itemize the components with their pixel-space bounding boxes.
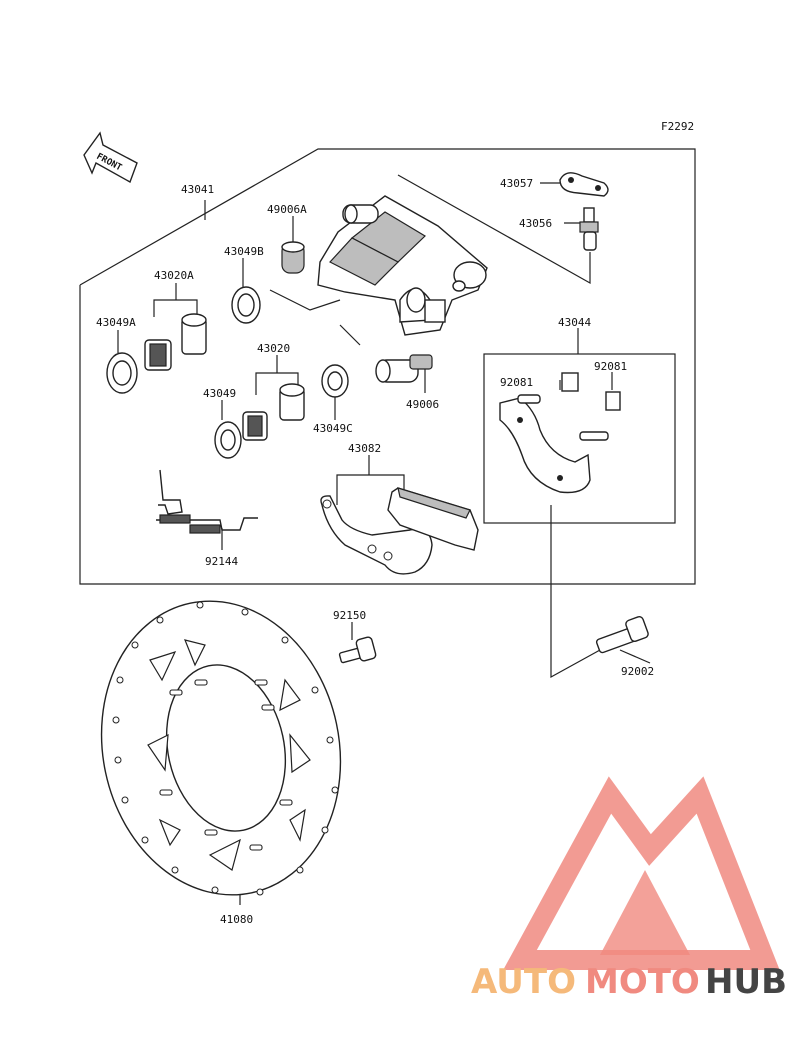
label-92144: 92144 bbox=[205, 555, 238, 568]
boot-a-part bbox=[281, 241, 305, 274]
label-92081-a: 92081 bbox=[500, 376, 533, 389]
label-43057: 43057 bbox=[500, 177, 533, 190]
piston-part bbox=[242, 383, 305, 441]
brake-disc-part bbox=[100, 600, 342, 896]
piston-a-part bbox=[144, 313, 207, 371]
seal-a-part bbox=[106, 352, 138, 394]
label-92150: 92150 bbox=[333, 609, 366, 622]
label-43020: 43020 bbox=[257, 342, 290, 355]
bracket-bolt-part bbox=[595, 616, 649, 654]
label-43049B: 43049B bbox=[224, 245, 264, 258]
seal-c-part bbox=[321, 364, 349, 398]
label-43041: 43041 bbox=[181, 183, 214, 196]
label-43082: 43082 bbox=[348, 442, 381, 455]
bracket-frame bbox=[483, 353, 676, 524]
brake-pad-set-part bbox=[320, 487, 479, 575]
disc-bolt-part bbox=[338, 636, 377, 664]
spring-clip-part bbox=[156, 469, 258, 534]
front-arrow-icon: FRONT bbox=[83, 131, 138, 184]
label-43056: 43056 bbox=[519, 217, 552, 230]
label-49006A: 49006A bbox=[267, 203, 307, 216]
label-43020A: 43020A bbox=[154, 269, 194, 282]
watermark-text-moto: MOTO bbox=[585, 962, 700, 1002]
watermark-text-hub: HUB bbox=[705, 962, 787, 1002]
watermark-logo: AUTO MOTO HUB bbox=[471, 776, 787, 1002]
label-92002: 92002 bbox=[621, 665, 654, 678]
caliper-frame bbox=[79, 148, 696, 585]
label-43049C: 43049C bbox=[313, 422, 353, 435]
spring-seat-part bbox=[559, 172, 609, 197]
pin-part bbox=[375, 354, 433, 383]
seal-b-part bbox=[231, 286, 261, 324]
caliper-body bbox=[317, 195, 488, 336]
label-43044: 43044 bbox=[558, 316, 591, 329]
bleeder-valve-part bbox=[579, 207, 599, 251]
label-43049: 43049 bbox=[203, 387, 236, 400]
figure-code: F2292 bbox=[661, 120, 694, 133]
label-49006: 49006 bbox=[406, 398, 439, 411]
label-43049A: 43049A bbox=[96, 316, 136, 329]
leader-lines bbox=[117, 174, 651, 905]
watermark-text-auto: AUTO bbox=[471, 962, 576, 1002]
label-41080: 41080 bbox=[220, 913, 253, 926]
seal-part bbox=[214, 421, 242, 459]
label-92081-b: 92081 bbox=[594, 360, 627, 373]
bracket-part bbox=[499, 372, 621, 494]
part-labels: 43041 43057 43056 49006A 43049B 43020A 4… bbox=[96, 177, 654, 926]
